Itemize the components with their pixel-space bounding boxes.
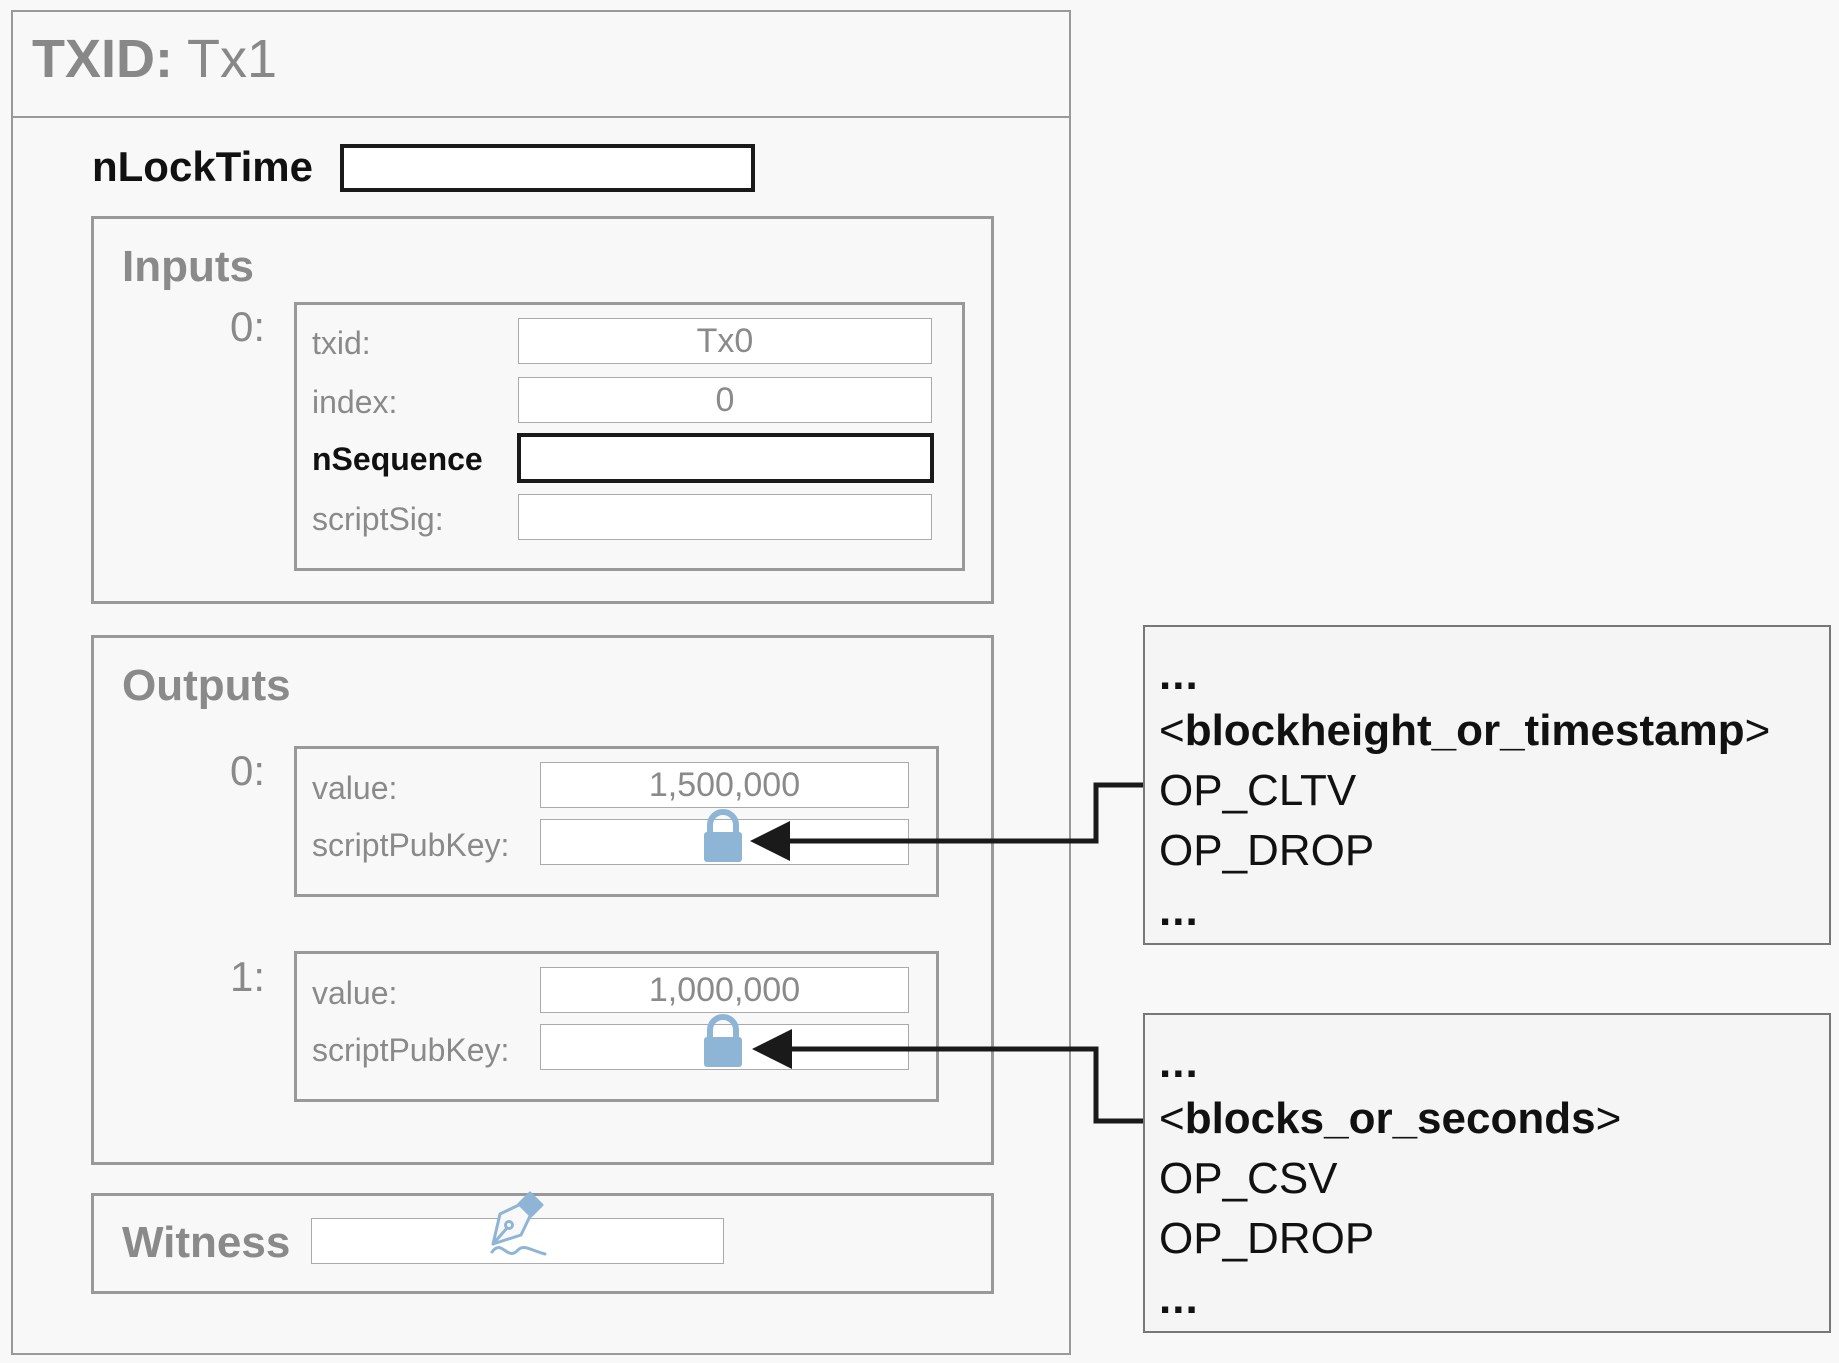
nsequence-label: nSequence (312, 441, 483, 477)
output-0-index: 0: (230, 747, 266, 794)
input-index-label: index: (312, 384, 398, 420)
witness-pen-icon (490, 1191, 547, 1256)
csv-drop-opcode: OP_DROP (1159, 1214, 1375, 1263)
cltv-drop-opcode: OP_DROP (1159, 826, 1375, 875)
cltv-ellipsis-bottom: ... (1159, 886, 1199, 935)
witness-title: Witness (122, 1218, 291, 1267)
output-1-value-field[interactable]: 1,000,000 (540, 967, 909, 1013)
txid-label: TXID: (32, 29, 173, 89)
output-1-scriptpubkey-label: scriptPubKey: (312, 1032, 510, 1068)
csv-param-open: < (1159, 1094, 1185, 1143)
output-0-value-field[interactable]: 1,500,000 (540, 762, 909, 808)
output-0-scriptpubkey-label: scriptPubKey: (312, 827, 510, 863)
outputs-title: Outputs (122, 661, 291, 710)
output-1-value-label: value: (312, 975, 398, 1011)
input-txid-label: txid: (312, 325, 371, 361)
csv-parameter: <blocks_or_seconds> (1159, 1097, 1621, 1141)
csv-param-name: blocks_or_seconds (1184, 1094, 1596, 1143)
csv-connector-arrow (752, 1029, 1143, 1124)
cltv-param-name: blockheight_or_timestamp (1184, 706, 1745, 755)
output-0-lock-icon (704, 809, 742, 862)
cltv-param-close: > (1744, 706, 1771, 755)
scriptsig-field[interactable] (518, 494, 932, 540)
csv-param-close: > (1595, 1094, 1622, 1143)
scriptsig-label: scriptSig: (312, 501, 444, 537)
cltv-opcode: OP_CLTV (1159, 766, 1357, 815)
inputs-title: Inputs (122, 242, 254, 291)
input-txid-field[interactable]: Tx0 (518, 318, 932, 364)
nsequence-field[interactable] (517, 433, 934, 483)
txid-title: TXID: Tx1 (32, 32, 277, 86)
output-1-index: 1: (230, 953, 266, 1000)
cltv-connector-arrow (750, 782, 1143, 861)
output-1-lock-icon (704, 1014, 742, 1067)
nlocktime-field[interactable] (340, 144, 755, 192)
csv-script-box: ... <blocks_or_seconds> OP_CSV OP_DROP .… (1143, 1013, 1831, 1333)
csv-ellipsis-top: ... (1159, 1038, 1199, 1087)
transaction-header (11, 10, 1071, 118)
output-0-value-label: value: (312, 770, 398, 806)
cltv-script-box: ... <blockheight_or_timestamp> OP_CLTV O… (1143, 625, 1831, 945)
input-index-field[interactable]: 0 (518, 377, 932, 423)
txid-value: Tx1 (187, 29, 278, 89)
csv-ellipsis-bottom: ... (1159, 1274, 1199, 1323)
nlocktime-label: nLockTime (92, 143, 313, 190)
cltv-param-open: < (1159, 706, 1185, 755)
input-index: 0: (230, 303, 266, 350)
cltv-ellipsis-top: ... (1159, 650, 1199, 699)
csv-opcode: OP_CSV (1159, 1154, 1338, 1203)
cltv-parameter: <blockheight_or_timestamp> (1159, 709, 1770, 753)
